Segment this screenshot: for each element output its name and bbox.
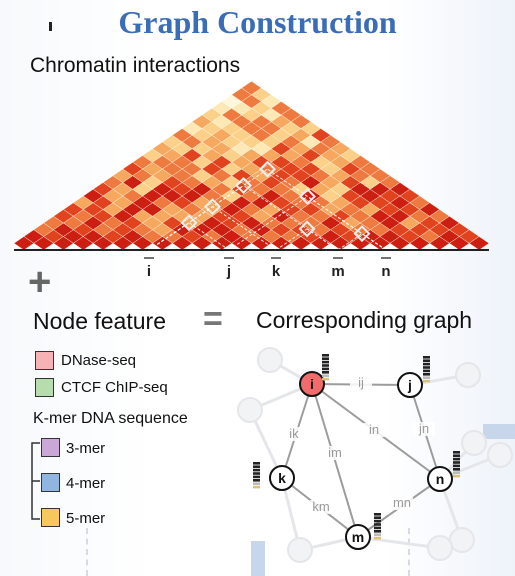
edge-im <box>311 383 359 538</box>
node-j <box>397 372 423 398</box>
interaction-marker <box>353 225 371 243</box>
background-node <box>455 362 481 388</box>
background-node <box>449 527 475 553</box>
edge-label-ij: ij <box>358 375 364 390</box>
feature-bar <box>423 356 430 383</box>
node-i <box>299 371 325 397</box>
decor-block-bottom <box>251 541 265 576</box>
interaction-marker <box>204 198 221 216</box>
interaction-marker <box>235 177 252 195</box>
heatmap-cells <box>13 81 490 251</box>
edge-label-km: km <box>312 499 329 514</box>
graph-edges <box>281 383 441 538</box>
dnase-label: DNase-seq <box>61 352 137 369</box>
position-label-k: k <box>272 263 281 280</box>
position-label-m: m <box>331 263 344 280</box>
edge-label-bg <box>391 496 413 510</box>
kmer-title: K-mer DNA sequence <box>33 410 188 427</box>
interaction-marker <box>298 220 316 238</box>
background-node <box>487 442 513 468</box>
decor-dashline-left <box>86 528 88 576</box>
edge-label-bg <box>413 422 435 436</box>
background-node <box>257 347 283 373</box>
background-node <box>461 430 487 456</box>
dnase-swatch <box>35 351 54 370</box>
edge-label-im: im <box>328 445 342 460</box>
interaction-marker <box>180 214 198 232</box>
decor-dashline-right <box>408 528 410 576</box>
edge-label-bg <box>350 376 372 390</box>
equals-sign: = <box>203 300 223 338</box>
edge-label-bg <box>324 446 346 460</box>
kmer-5-label: 5-mer <box>66 510 106 527</box>
feature-bar <box>374 513 381 540</box>
edge-label-ik: ik <box>289 426 299 441</box>
position-label-i: i <box>147 263 151 280</box>
heatmap-label: Chromatin interactions <box>30 54 241 77</box>
kmer-4-label: 4-mer <box>66 475 106 492</box>
page-title: Graph Construction <box>118 4 397 40</box>
feature-bar <box>322 354 329 381</box>
ctcf-label: CTCF ChIP-seq <box>61 379 168 396</box>
position-label-n: n <box>381 263 390 280</box>
interaction-markers <box>148 160 387 251</box>
node-label-i: i <box>310 376 314 392</box>
kmer-3-swatch <box>41 438 60 457</box>
edge-label-bg <box>283 427 305 441</box>
node-label-m: m <box>352 529 364 545</box>
kmer-5-swatch <box>41 508 60 527</box>
feature-bar <box>253 462 260 489</box>
node-n <box>427 466 453 492</box>
position-label-j: j <box>226 263 231 280</box>
background-link <box>357 535 441 550</box>
background-node <box>287 537 313 563</box>
background-node <box>427 535 453 561</box>
edge-label-mn: mn <box>393 495 411 510</box>
kmer-3-label: 3-mer <box>66 440 106 457</box>
background-network <box>237 347 513 563</box>
edge-label-in: in <box>369 422 379 437</box>
decor-block-right <box>483 424 515 439</box>
graph-label: Corresponding graph <box>256 307 473 333</box>
kmer-4-swatch <box>41 473 60 492</box>
interaction-marker <box>299 187 316 205</box>
feature-bar <box>453 451 460 478</box>
node-feature-label: Node feature <box>33 308 166 334</box>
node-label-n: n <box>436 471 445 487</box>
node-feature-bars <box>253 354 460 540</box>
ctcf-swatch <box>35 378 54 397</box>
edge-label-bg <box>310 500 332 514</box>
node-label-k: k <box>278 470 286 486</box>
edge-label-bg <box>363 423 385 437</box>
interaction-marker <box>259 160 276 178</box>
background-node <box>237 397 263 423</box>
node-k <box>269 465 295 491</box>
node-label-j: j <box>407 377 412 393</box>
edge-label-jn: jn <box>418 421 429 436</box>
title-tick <box>49 22 52 31</box>
plus-sign: + <box>28 260 52 304</box>
node-m <box>345 524 371 550</box>
